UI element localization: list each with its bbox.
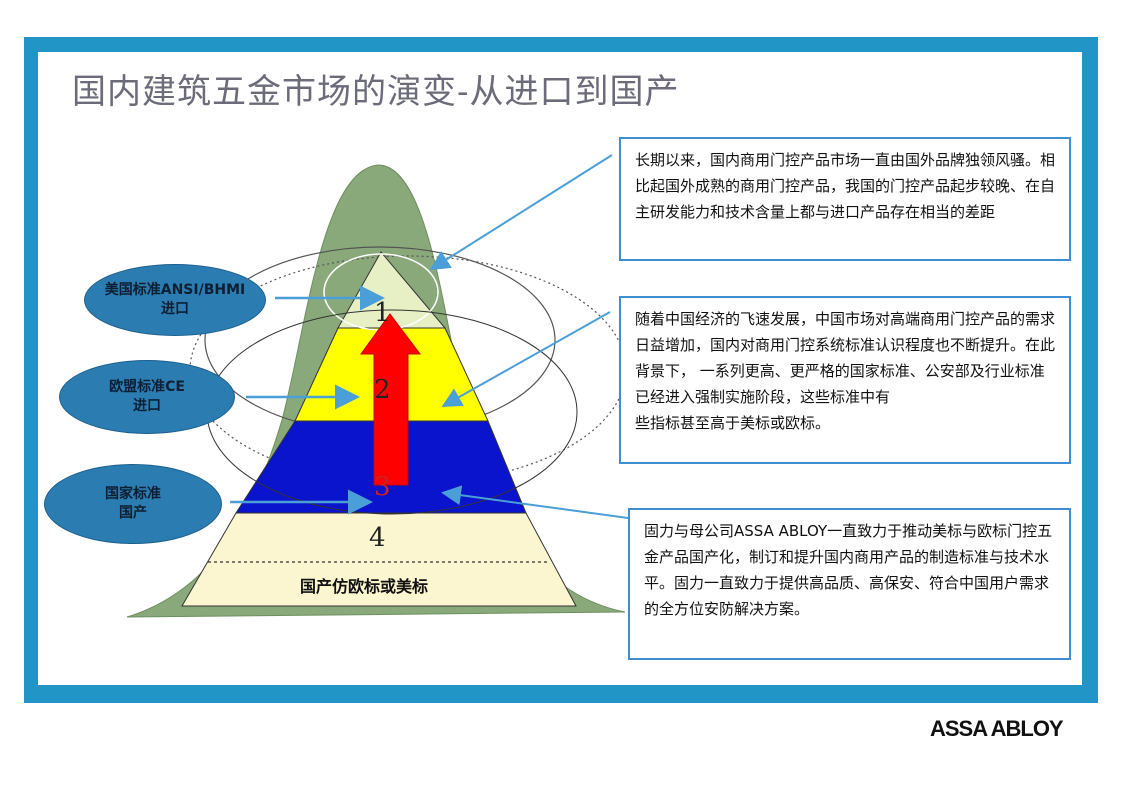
eu-label-line2: 进口 xyxy=(133,398,161,414)
base-level-label: 国产仿欧标或美标 xyxy=(300,577,429,596)
red-up-arrow xyxy=(360,313,421,486)
text-box-localization: 固力与母公司ASSA ABLOY一直致力于推动美标与欧标门控五金产品国产化，制订… xyxy=(628,508,1071,660)
usa-standard-oval: 美国标准ANSI/BHMI 进口 xyxy=(84,264,266,336)
eu-label-line1: 欧盟标准CE xyxy=(109,379,185,395)
national-standard-oval: 国家标准 国产 xyxy=(44,464,222,544)
text-box-development-tail: 些指标甚至高于美标或欧标。 xyxy=(635,414,831,432)
level-1-number: 1 xyxy=(374,298,391,328)
eu-standard-oval: 欧盟标准CE 进口 xyxy=(59,360,235,434)
connector-box1 xyxy=(429,154,613,271)
brand-logo: ASSA ABLOY xyxy=(930,716,1064,741)
text-box-history: 长期以来，国内商用门控产品市场一直由国外品牌独领风骚。相比起国外成熟的商用门控产… xyxy=(619,137,1071,261)
cn-label-line2: 国产 xyxy=(119,505,147,521)
connector-box2 xyxy=(441,311,611,407)
text-box-development: 随着中国经济的飞速发展，中国市场对高端商用门控产品的需求日益增加，国内对商用门控… xyxy=(619,296,1071,464)
usa-label-line2: 进口 xyxy=(161,301,189,317)
level-4-number: 4 xyxy=(369,523,386,553)
level-3-number: 3 xyxy=(374,472,391,502)
connector-box3 xyxy=(441,485,629,519)
usa-label-line1: 美国标准ANSI/BHMI xyxy=(104,282,246,298)
text-box-development-content: 随着中国经济的飞速发展，中国市场对高端商用门控产品的需求日益增加，国内对商用门控… xyxy=(635,310,1056,406)
text-box-localization-content: 固力与母公司ASSA ABLOY一直致力于推动美标与欧标门控五金产品国产化，制订… xyxy=(644,522,1053,618)
cn-label-line1: 国家标准 xyxy=(105,486,161,502)
level-4 xyxy=(181,512,577,607)
slide-title: 国内建筑五金市场的演变-从进口到国产 xyxy=(72,72,680,112)
level-2-number: 2 xyxy=(374,375,391,405)
text-box-history-content: 长期以来，国内商用门控产品市场一直由国外品牌独领风骚。相比起国外成熟的商用门控产… xyxy=(635,151,1056,221)
